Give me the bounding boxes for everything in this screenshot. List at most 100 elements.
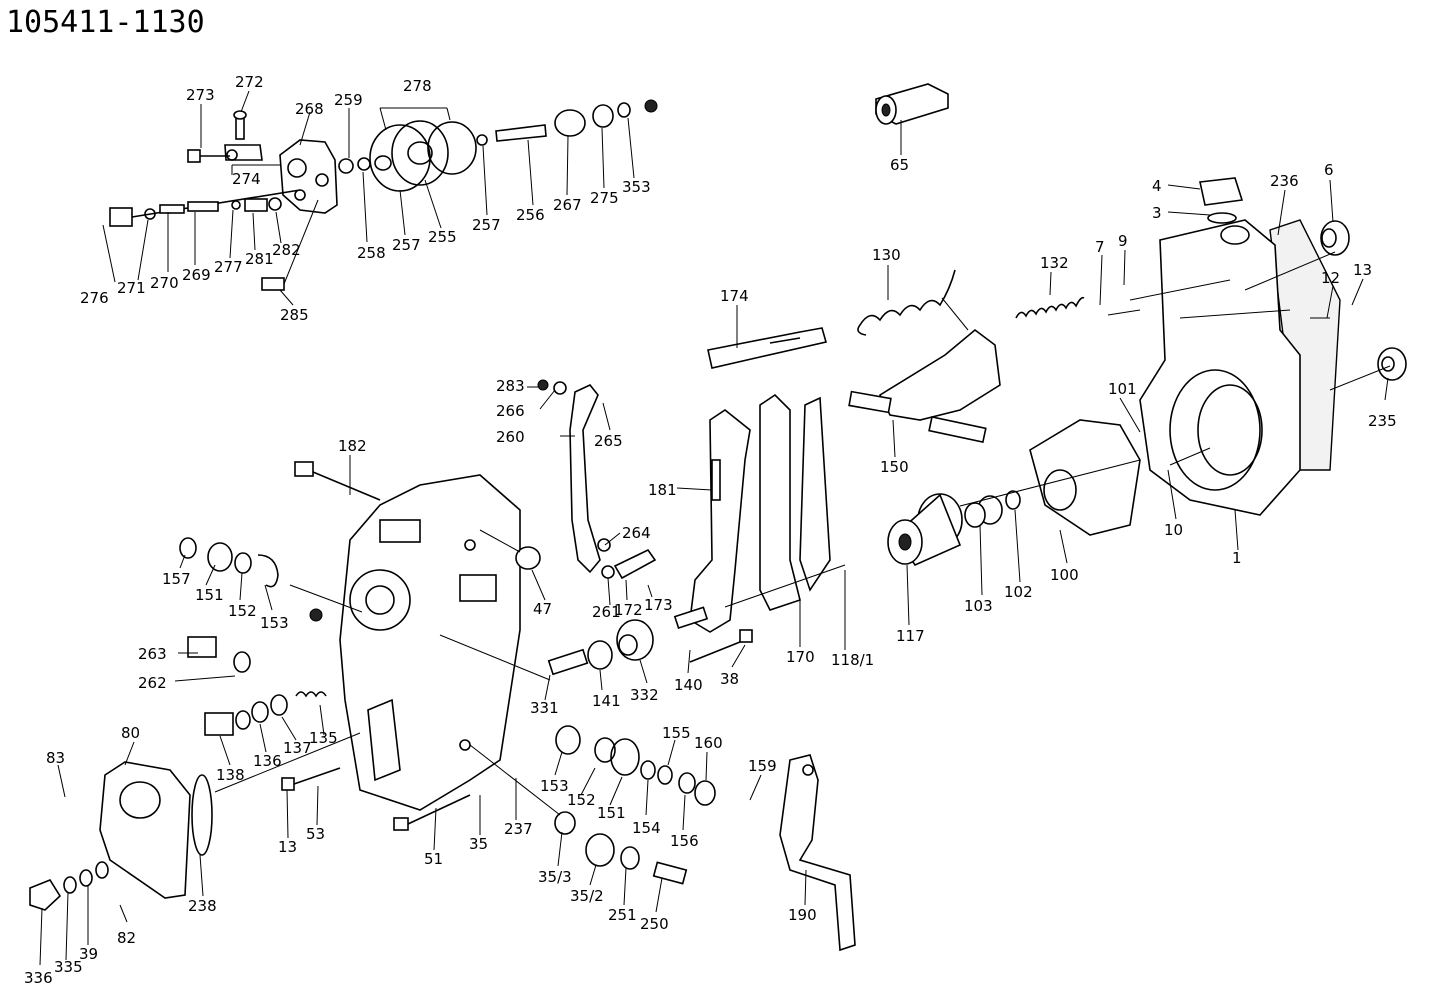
label-141: 141 bbox=[592, 692, 621, 710]
label-282: 282 bbox=[272, 241, 301, 259]
part-138-137-136-group bbox=[204, 691, 327, 736]
label-47: 47 bbox=[533, 600, 552, 618]
part-285-screw bbox=[261, 199, 319, 291]
label-102: 102 bbox=[1004, 583, 1033, 601]
label-10: 10 bbox=[1164, 521, 1183, 539]
part-80-cover bbox=[99, 761, 213, 899]
part-157-151-152-153-group bbox=[179, 537, 323, 622]
label-103: 103 bbox=[964, 597, 993, 615]
label-101: 101 bbox=[1108, 380, 1137, 398]
label-35: 35 bbox=[469, 835, 488, 853]
label-51: 51 bbox=[424, 850, 443, 868]
label-130: 130 bbox=[872, 246, 901, 264]
leader-lines bbox=[39, 90, 1391, 966]
label-152a: 152 bbox=[228, 602, 257, 620]
label-335: 335 bbox=[54, 958, 83, 976]
label-258: 258 bbox=[357, 244, 386, 262]
label-268: 268 bbox=[295, 100, 324, 118]
label-272: 272 bbox=[235, 73, 264, 91]
label-173: 173 bbox=[644, 596, 673, 614]
label-150: 150 bbox=[880, 458, 909, 476]
part-181-lever bbox=[689, 409, 751, 633]
label-140: 140 bbox=[674, 676, 703, 694]
label-270: 270 bbox=[150, 274, 179, 292]
part-51-bolt bbox=[393, 794, 471, 831]
label-172: 172 bbox=[614, 601, 643, 619]
label-267: 267 bbox=[553, 196, 582, 214]
label-235: 235 bbox=[1368, 412, 1397, 430]
diagram-title: 105411-1130 bbox=[6, 5, 205, 40]
label-65: 65 bbox=[890, 156, 909, 174]
part-190-lever bbox=[779, 754, 856, 952]
part-182-bolt bbox=[294, 461, 381, 501]
label-132: 132 bbox=[1040, 254, 1069, 272]
label-151a: 151 bbox=[195, 586, 224, 604]
part-235-nut bbox=[1377, 347, 1407, 381]
label-39: 39 bbox=[79, 945, 98, 963]
label-159: 159 bbox=[748, 757, 777, 775]
label-153b: 153 bbox=[540, 777, 569, 795]
label-9: 9 bbox=[1118, 232, 1128, 250]
label-80: 80 bbox=[121, 724, 140, 742]
label-266: 266 bbox=[496, 402, 525, 420]
label-274: 274 bbox=[232, 170, 261, 188]
part-6-cap bbox=[1320, 220, 1350, 256]
label-250: 250 bbox=[640, 915, 669, 933]
label-285: 285 bbox=[280, 306, 309, 324]
label-174: 174 bbox=[720, 287, 749, 305]
label-6: 6 bbox=[1324, 161, 1334, 179]
part-132-spring bbox=[1015, 296, 1085, 319]
label-170: 170 bbox=[786, 648, 815, 666]
label-190: 190 bbox=[788, 906, 817, 924]
label-38: 38 bbox=[720, 670, 739, 688]
part-65-nut bbox=[875, 83, 949, 125]
label-255: 255 bbox=[428, 228, 457, 246]
label-261: 261 bbox=[592, 603, 621, 621]
label-35-3: 35/3 bbox=[538, 868, 572, 886]
part-151-152-nut bbox=[555, 725, 716, 806]
label-154: 154 bbox=[632, 819, 661, 837]
label-136: 136 bbox=[253, 752, 282, 770]
label-353: 353 bbox=[622, 178, 651, 196]
part-170-lever bbox=[759, 393, 831, 611]
label-13a: 13 bbox=[1353, 261, 1372, 279]
part-35-bolt-group bbox=[554, 811, 688, 885]
part-117-sleeve bbox=[887, 493, 963, 567]
label-137: 137 bbox=[283, 739, 312, 757]
label-271: 271 bbox=[117, 279, 146, 297]
label-331: 331 bbox=[530, 699, 559, 717]
label-269: 269 bbox=[182, 266, 211, 284]
label-135: 135 bbox=[309, 729, 338, 747]
label-35-2: 35/2 bbox=[570, 887, 604, 905]
part-268-housing bbox=[279, 139, 338, 214]
label-181: 181 bbox=[648, 481, 677, 499]
part-53-stud bbox=[281, 767, 341, 791]
part-4-plug bbox=[1199, 177, 1244, 224]
part-47-nut bbox=[515, 546, 541, 570]
label-256: 256 bbox=[516, 206, 545, 224]
part-150-lever bbox=[848, 328, 1001, 444]
label-12: 12 bbox=[1321, 269, 1340, 287]
label-273: 273 bbox=[186, 86, 215, 104]
part-336-cap bbox=[29, 861, 109, 911]
part-273-screw bbox=[187, 149, 238, 163]
label-278: 278 bbox=[403, 77, 432, 95]
label-3: 3 bbox=[1152, 204, 1162, 222]
part-278-diaphragm-group bbox=[338, 120, 477, 192]
label-4: 4 bbox=[1152, 177, 1162, 195]
label-156: 156 bbox=[670, 832, 699, 850]
label-152b: 152 bbox=[567, 791, 596, 809]
part-256-shaft bbox=[476, 99, 658, 146]
label-182: 182 bbox=[338, 437, 367, 455]
label-100: 100 bbox=[1050, 566, 1079, 584]
label-53: 53 bbox=[306, 825, 325, 843]
part-174-bracket bbox=[707, 327, 828, 369]
label-276: 276 bbox=[80, 289, 109, 307]
parts-artwork bbox=[29, 83, 1407, 952]
part-264-261-group bbox=[597, 538, 657, 580]
label-283: 283 bbox=[496, 377, 525, 395]
label-236: 236 bbox=[1270, 172, 1299, 190]
main-governor-housing bbox=[339, 474, 521, 811]
label-263: 263 bbox=[138, 645, 167, 663]
label-277: 277 bbox=[214, 258, 243, 276]
